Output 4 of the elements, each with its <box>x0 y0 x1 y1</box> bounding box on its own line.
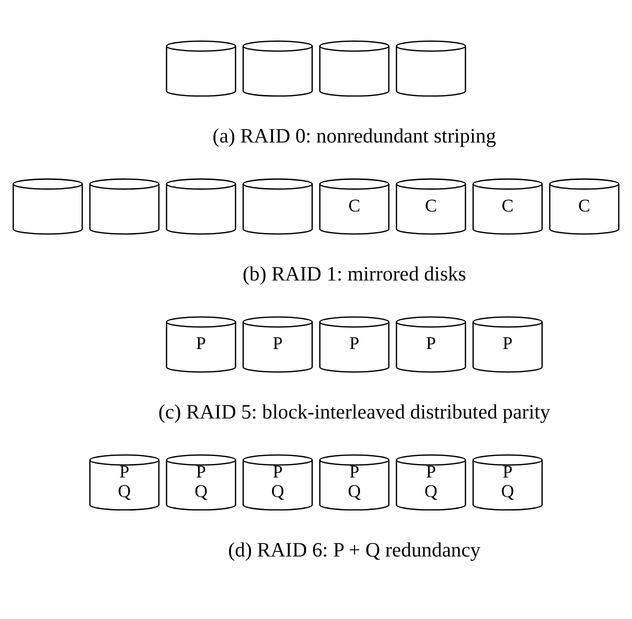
label: (a) RAID 0: nonredundant striping <box>212 124 496 147</box>
label: (d) RAID 6: P + Q redundancy <box>228 538 481 561</box>
label: (b) RAID 1: mirrored disks <box>242 262 466 285</box>
label: (c) RAID 5: block-interleaved distributed parity <box>158 400 550 423</box>
